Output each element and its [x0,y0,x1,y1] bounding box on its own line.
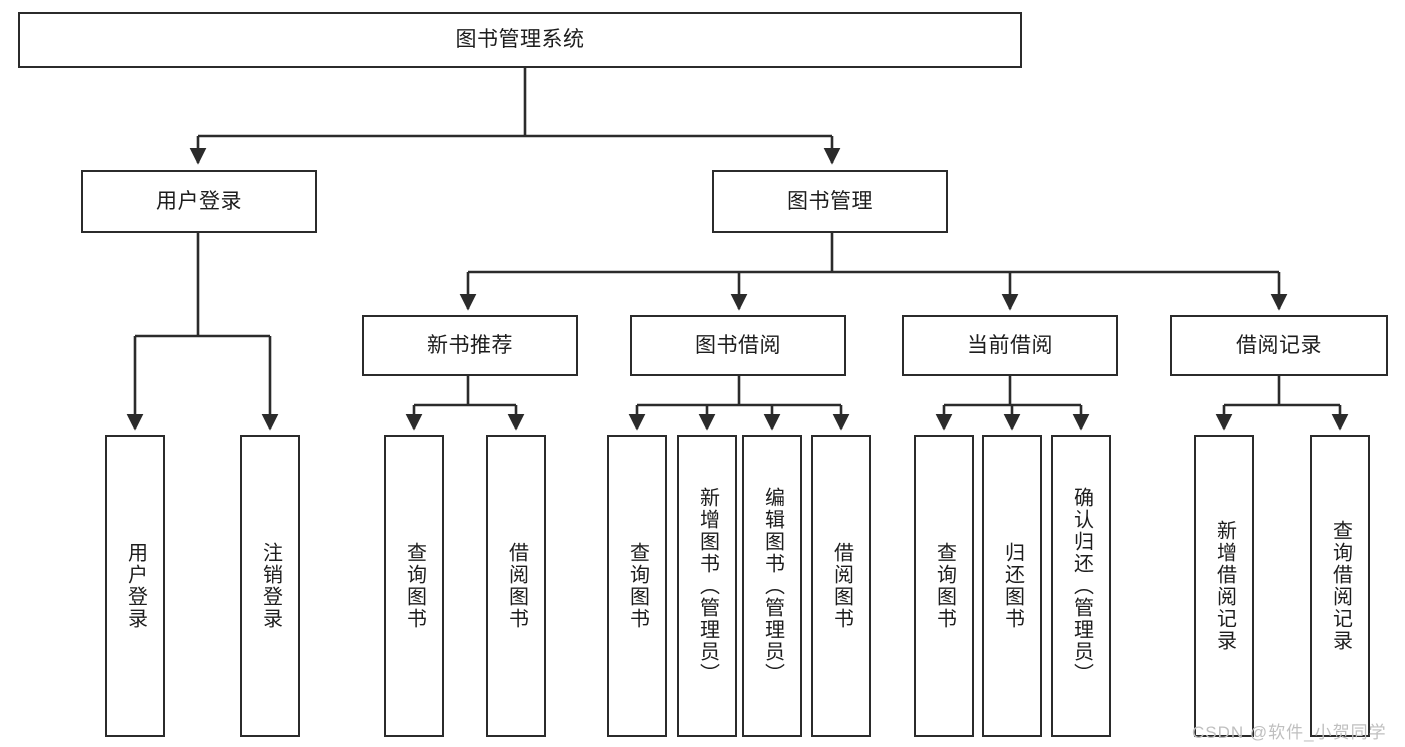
node-new-book-recommend-label: 新书推荐 [427,333,513,357]
leaf-label: 查询图书 [403,542,426,630]
leaf-new-book-borrow[interactable]: 借阅图书 [486,435,546,737]
node-book-management[interactable]: 图书管理 [712,170,948,233]
leaf-book-borrow-query[interactable]: 查询图书 [607,435,667,737]
node-book-management-label: 图书管理 [787,189,873,213]
leaf-label: 查询图书 [626,542,649,630]
leaf-label: 借阅图书 [505,542,528,630]
node-book-borrow[interactable]: 图书借阅 [630,315,846,376]
node-current-borrow[interactable]: 当前借阅 [902,315,1118,376]
leaf-user-login-signin[interactable]: 用户登录 [105,435,165,737]
leaf-book-borrow-add[interactable]: 新增图书（管理员） [677,435,737,737]
leaf-label: 用户登录 [124,542,147,630]
node-user-login[interactable]: 用户登录 [81,170,317,233]
leaf-current-borrow-return[interactable]: 归还图书 [982,435,1042,737]
leaf-label: 新增图书（管理员） [696,487,719,685]
node-current-borrow-label: 当前借阅 [967,333,1053,357]
leaf-new-book-query[interactable]: 查询图书 [384,435,444,737]
leaf-user-login-signout[interactable]: 注销登录 [240,435,300,737]
leaf-label: 新增借阅记录 [1213,520,1236,652]
leaf-label: 注销登录 [259,542,282,630]
leaf-book-borrow-borrow[interactable]: 借阅图书 [811,435,871,737]
node-borrow-record[interactable]: 借阅记录 [1170,315,1388,376]
node-book-borrow-label: 图书借阅 [695,333,781,357]
leaf-label: 确认归还（管理员） [1070,487,1093,685]
leaf-current-borrow-confirm[interactable]: 确认归还（管理员） [1051,435,1111,737]
leaf-label: 查询图书 [933,542,956,630]
leaf-label: 查询借阅记录 [1329,520,1352,652]
node-root[interactable]: 图书管理系统 [18,12,1022,68]
node-user-login-label: 用户登录 [156,189,242,213]
leaf-borrow-record-add[interactable]: 新增借阅记录 [1194,435,1254,737]
leaf-label: 编辑图书（管理员） [761,487,784,685]
leaf-label: 归还图书 [1001,542,1024,630]
leaf-book-borrow-edit[interactable]: 编辑图书（管理员） [742,435,802,737]
node-new-book-recommend[interactable]: 新书推荐 [362,315,578,376]
leaf-current-borrow-query[interactable]: 查询图书 [914,435,974,737]
leaf-borrow-record-query[interactable]: 查询借阅记录 [1310,435,1370,737]
leaf-label: 借阅图书 [830,542,853,630]
node-root-label: 图书管理系统 [455,28,585,52]
node-borrow-record-label: 借阅记录 [1236,333,1322,357]
